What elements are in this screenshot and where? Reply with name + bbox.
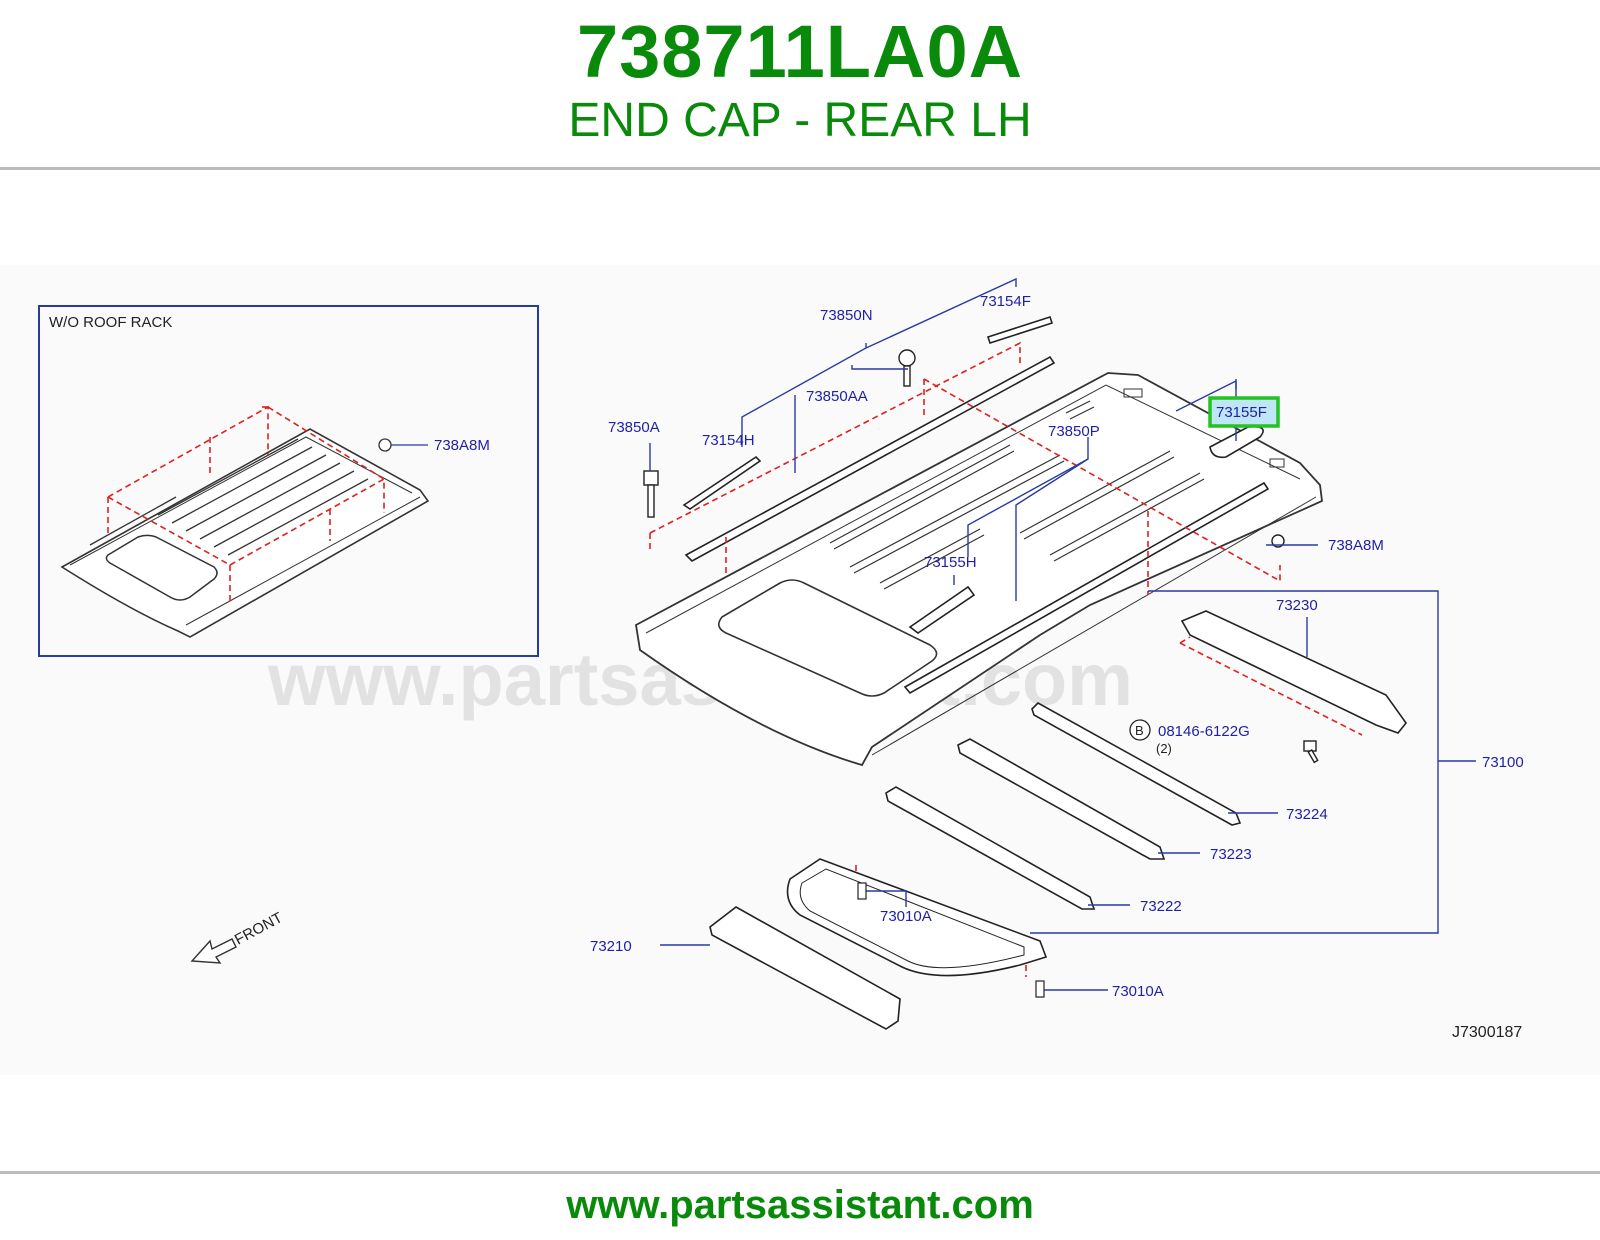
callout-73154F: 73154F xyxy=(980,293,1031,310)
parts-diagram: www.partsassistant.com W/O ROOF RACK xyxy=(0,265,1600,1075)
diagram-code: J7300187 xyxy=(1452,1024,1522,1041)
front-arrow-icon xyxy=(190,938,237,964)
highlighted-part-73155F[interactable]: 73155F xyxy=(1208,396,1280,428)
callout-73230: 73230 xyxy=(1276,597,1318,614)
fasteners xyxy=(643,349,1319,764)
callout-08146-6122G: 08146-6122G xyxy=(1158,723,1250,740)
bolt-b-letter: B xyxy=(1135,723,1144,738)
callout-73154H: 73154H xyxy=(702,432,755,449)
inset-caption: W/O ROOF RACK xyxy=(49,314,172,331)
callout-73010A-lower: 73010A xyxy=(1112,983,1164,1000)
footer-divider xyxy=(0,1171,1600,1174)
callout-73850N: 73850N xyxy=(820,307,873,324)
roof-rail-right xyxy=(684,355,1270,695)
callout-73850A: 73850A xyxy=(608,419,660,436)
part-name: END CAP - REAR LH xyxy=(568,94,1032,147)
bow-73223 xyxy=(957,738,1166,860)
end-caps xyxy=(682,315,1264,634)
callout-73100: 73100 xyxy=(1482,754,1524,771)
end-cap-73154F xyxy=(986,315,1054,345)
callout-738A8M: 738A8M xyxy=(1328,537,1384,554)
roof-panel xyxy=(635,372,1323,767)
callout-73010A-upper: 73010A xyxy=(880,908,932,925)
inset-callout-738A8M: 738A8M xyxy=(434,437,490,454)
part-number: 738711LA0A xyxy=(576,10,1024,93)
callout-73155H: 73155H xyxy=(924,554,977,571)
callout-73223: 73223 xyxy=(1210,846,1252,863)
bow-73222 xyxy=(885,786,1096,910)
bow-73224 xyxy=(1031,702,1242,826)
inset-without-roof-rack: W/O ROOF RACK xyxy=(38,305,539,657)
callout-73222: 73222 xyxy=(1140,898,1182,915)
callout-73850P: 73850P xyxy=(1048,423,1100,440)
footer-url[interactable]: www.partsassistant.com xyxy=(566,1183,1034,1227)
bolt-b-symbol xyxy=(1129,719,1151,741)
rear-header-73230 xyxy=(1180,610,1408,734)
callout-73155F: 73155F xyxy=(1216,404,1267,421)
end-cap-73155H xyxy=(908,585,976,634)
header-divider xyxy=(0,167,1600,170)
callout-73850AA: 73850AA xyxy=(806,388,868,405)
end-cap-73154H xyxy=(682,455,762,510)
front-header-73210 xyxy=(709,906,901,1030)
parts-diagram-svg: www.partsassistant.com W/O ROOF RACK xyxy=(0,265,1600,1075)
sunroof-frame xyxy=(786,858,1048,977)
callout-73210: 73210 xyxy=(590,938,632,955)
screws xyxy=(857,882,1045,998)
cross-members xyxy=(709,610,1408,1030)
header: 738711LA0A END CAP - REAR LH xyxy=(0,0,1600,168)
callout-73224: 73224 xyxy=(1286,806,1328,823)
callout-08146-qty: (2) xyxy=(1156,741,1172,756)
